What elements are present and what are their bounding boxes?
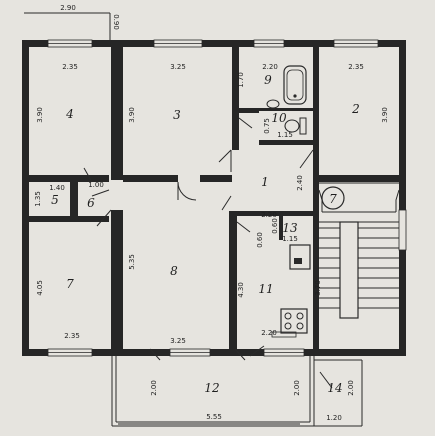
door-room3 bbox=[177, 181, 197, 201]
door-room8 bbox=[221, 195, 232, 211]
wall-7-top bbox=[29, 216, 109, 222]
wall-left bbox=[22, 40, 29, 356]
wall-13-side bbox=[279, 216, 283, 240]
staircase bbox=[318, 182, 400, 319]
door-bath bbox=[238, 117, 253, 129]
door-room11 bbox=[236, 221, 251, 233]
room-9-label: 9 bbox=[264, 73, 272, 87]
door-balcony bbox=[149, 348, 246, 361]
room-6-label: 6 bbox=[87, 196, 95, 210]
dim-corridor-w: 2.20 bbox=[261, 211, 277, 219]
dim-room9-h: 1.70 bbox=[237, 72, 245, 88]
door-room2 bbox=[299, 149, 314, 169]
door-room6 bbox=[91, 189, 112, 227]
wall-4-bottom bbox=[29, 175, 109, 182]
stair-circle bbox=[321, 186, 345, 210]
dim-room10-h: 0.75 bbox=[263, 118, 271, 134]
window-room2 bbox=[333, 39, 379, 48]
wall-2-bottom bbox=[319, 175, 399, 182]
door-room11-bottom bbox=[249, 345, 265, 357]
wall-10-bottom bbox=[259, 140, 313, 145]
dim-room9-w: 2.20 bbox=[262, 63, 278, 71]
wall-3-9 bbox=[232, 40, 239, 150]
dim-room5-w: 1.40 bbox=[49, 184, 65, 192]
dim-room14-h1: 2.00 bbox=[293, 380, 301, 396]
room-4-label: 4 bbox=[65, 107, 74, 121]
wall-5-6 bbox=[70, 182, 78, 216]
toilet-icon bbox=[284, 117, 307, 135]
window-room7 bbox=[47, 348, 93, 357]
dim-room6-w: 1.00 bbox=[88, 181, 104, 189]
wall-right bbox=[399, 40, 406, 356]
room-7-label: 7 bbox=[66, 277, 74, 291]
dim-room5-h: 1.35 bbox=[34, 191, 42, 207]
dim-room7-h: 4.05 bbox=[36, 280, 44, 296]
room-11-label: 11 bbox=[258, 282, 273, 296]
dim-room3-w: 3.25 bbox=[170, 63, 186, 71]
window-room4 bbox=[47, 39, 93, 48]
dim-room2-h: 3.90 bbox=[381, 107, 389, 123]
window-room9 bbox=[253, 39, 285, 48]
wall-7-8 bbox=[111, 210, 123, 356]
wall-13-top bbox=[229, 211, 313, 216]
window-room3 bbox=[153, 39, 203, 48]
wall-stair-left bbox=[313, 180, 319, 356]
wall-4-3 bbox=[111, 40, 123, 180]
dim-room11-h: 4.30 bbox=[237, 282, 245, 298]
window-stair bbox=[398, 209, 407, 251]
kitchen-sink-icon bbox=[289, 244, 311, 270]
dim-room3-h: 3.90 bbox=[128, 107, 136, 123]
room-5-label: 5 bbox=[51, 193, 59, 207]
radiator-icon bbox=[271, 331, 297, 338]
room-3-label: 3 bbox=[173, 108, 181, 122]
sink-icon bbox=[266, 99, 280, 109]
stair-treads bbox=[319, 227, 399, 309]
dim-corridor-h: 2.40 bbox=[296, 175, 304, 191]
dim-room14-h2: 2.00 bbox=[347, 380, 355, 396]
wall-8-11 bbox=[229, 216, 237, 356]
stove-icon bbox=[280, 308, 308, 334]
dim-room4-w: 2.35 bbox=[62, 63, 78, 71]
wall-9-bottom bbox=[259, 108, 313, 111]
room-13-label: 13 bbox=[282, 221, 298, 235]
room-1-label: 1 bbox=[261, 175, 269, 189]
dim-top-width: 2.90 bbox=[60, 4, 76, 12]
room-8-label: 8 bbox=[170, 264, 178, 278]
room14-outline bbox=[314, 359, 363, 427]
dim-room4-h: 3.90 bbox=[36, 107, 44, 123]
dim-room2-w: 2.35 bbox=[348, 63, 364, 71]
dim-stair-h: 3.70 bbox=[314, 280, 322, 296]
wall-9-2 bbox=[313, 40, 319, 180]
stair-label: 7 bbox=[329, 192, 337, 206]
wall-3-bottom-r bbox=[200, 175, 232, 182]
door-room9 bbox=[218, 149, 232, 172]
room-10-label: 10 bbox=[271, 111, 287, 125]
wall-3-bottom-l bbox=[123, 175, 178, 182]
dim-room13-door: 0.60 bbox=[256, 232, 264, 248]
wall-9-bottom-l bbox=[239, 108, 259, 113]
balcony-outline bbox=[111, 356, 315, 427]
room-12-label: 12 bbox=[204, 381, 219, 395]
dim-room8-h: 5.35 bbox=[128, 254, 136, 270]
bathtub-icon bbox=[283, 65, 307, 105]
dim-room8-w: 3.25 bbox=[170, 337, 186, 345]
dim-room13-w: 1.15 bbox=[282, 235, 298, 243]
wall-top bbox=[22, 40, 406, 47]
dim-room13-h: 0.60 bbox=[271, 218, 279, 234]
dim-room14-w: 1.20 bbox=[326, 414, 342, 422]
dim-balcony-w: 5.55 bbox=[206, 413, 222, 421]
room-2-label: 2 bbox=[351, 102, 360, 116]
room-14-label: 14 bbox=[327, 381, 342, 395]
dim-room7-w: 2.35 bbox=[64, 332, 80, 340]
dim-balcony-h: 2.00 bbox=[150, 380, 158, 396]
dim-room11-w: 2.20 bbox=[261, 329, 277, 337]
window-room8 bbox=[169, 348, 211, 357]
window-room11 bbox=[263, 348, 305, 357]
door-room4 bbox=[83, 167, 93, 183]
wall-bottom bbox=[22, 349, 406, 356]
dim-top-side: 0.90 bbox=[112, 14, 120, 30]
dim-room10-w: 1.15 bbox=[277, 131, 293, 139]
